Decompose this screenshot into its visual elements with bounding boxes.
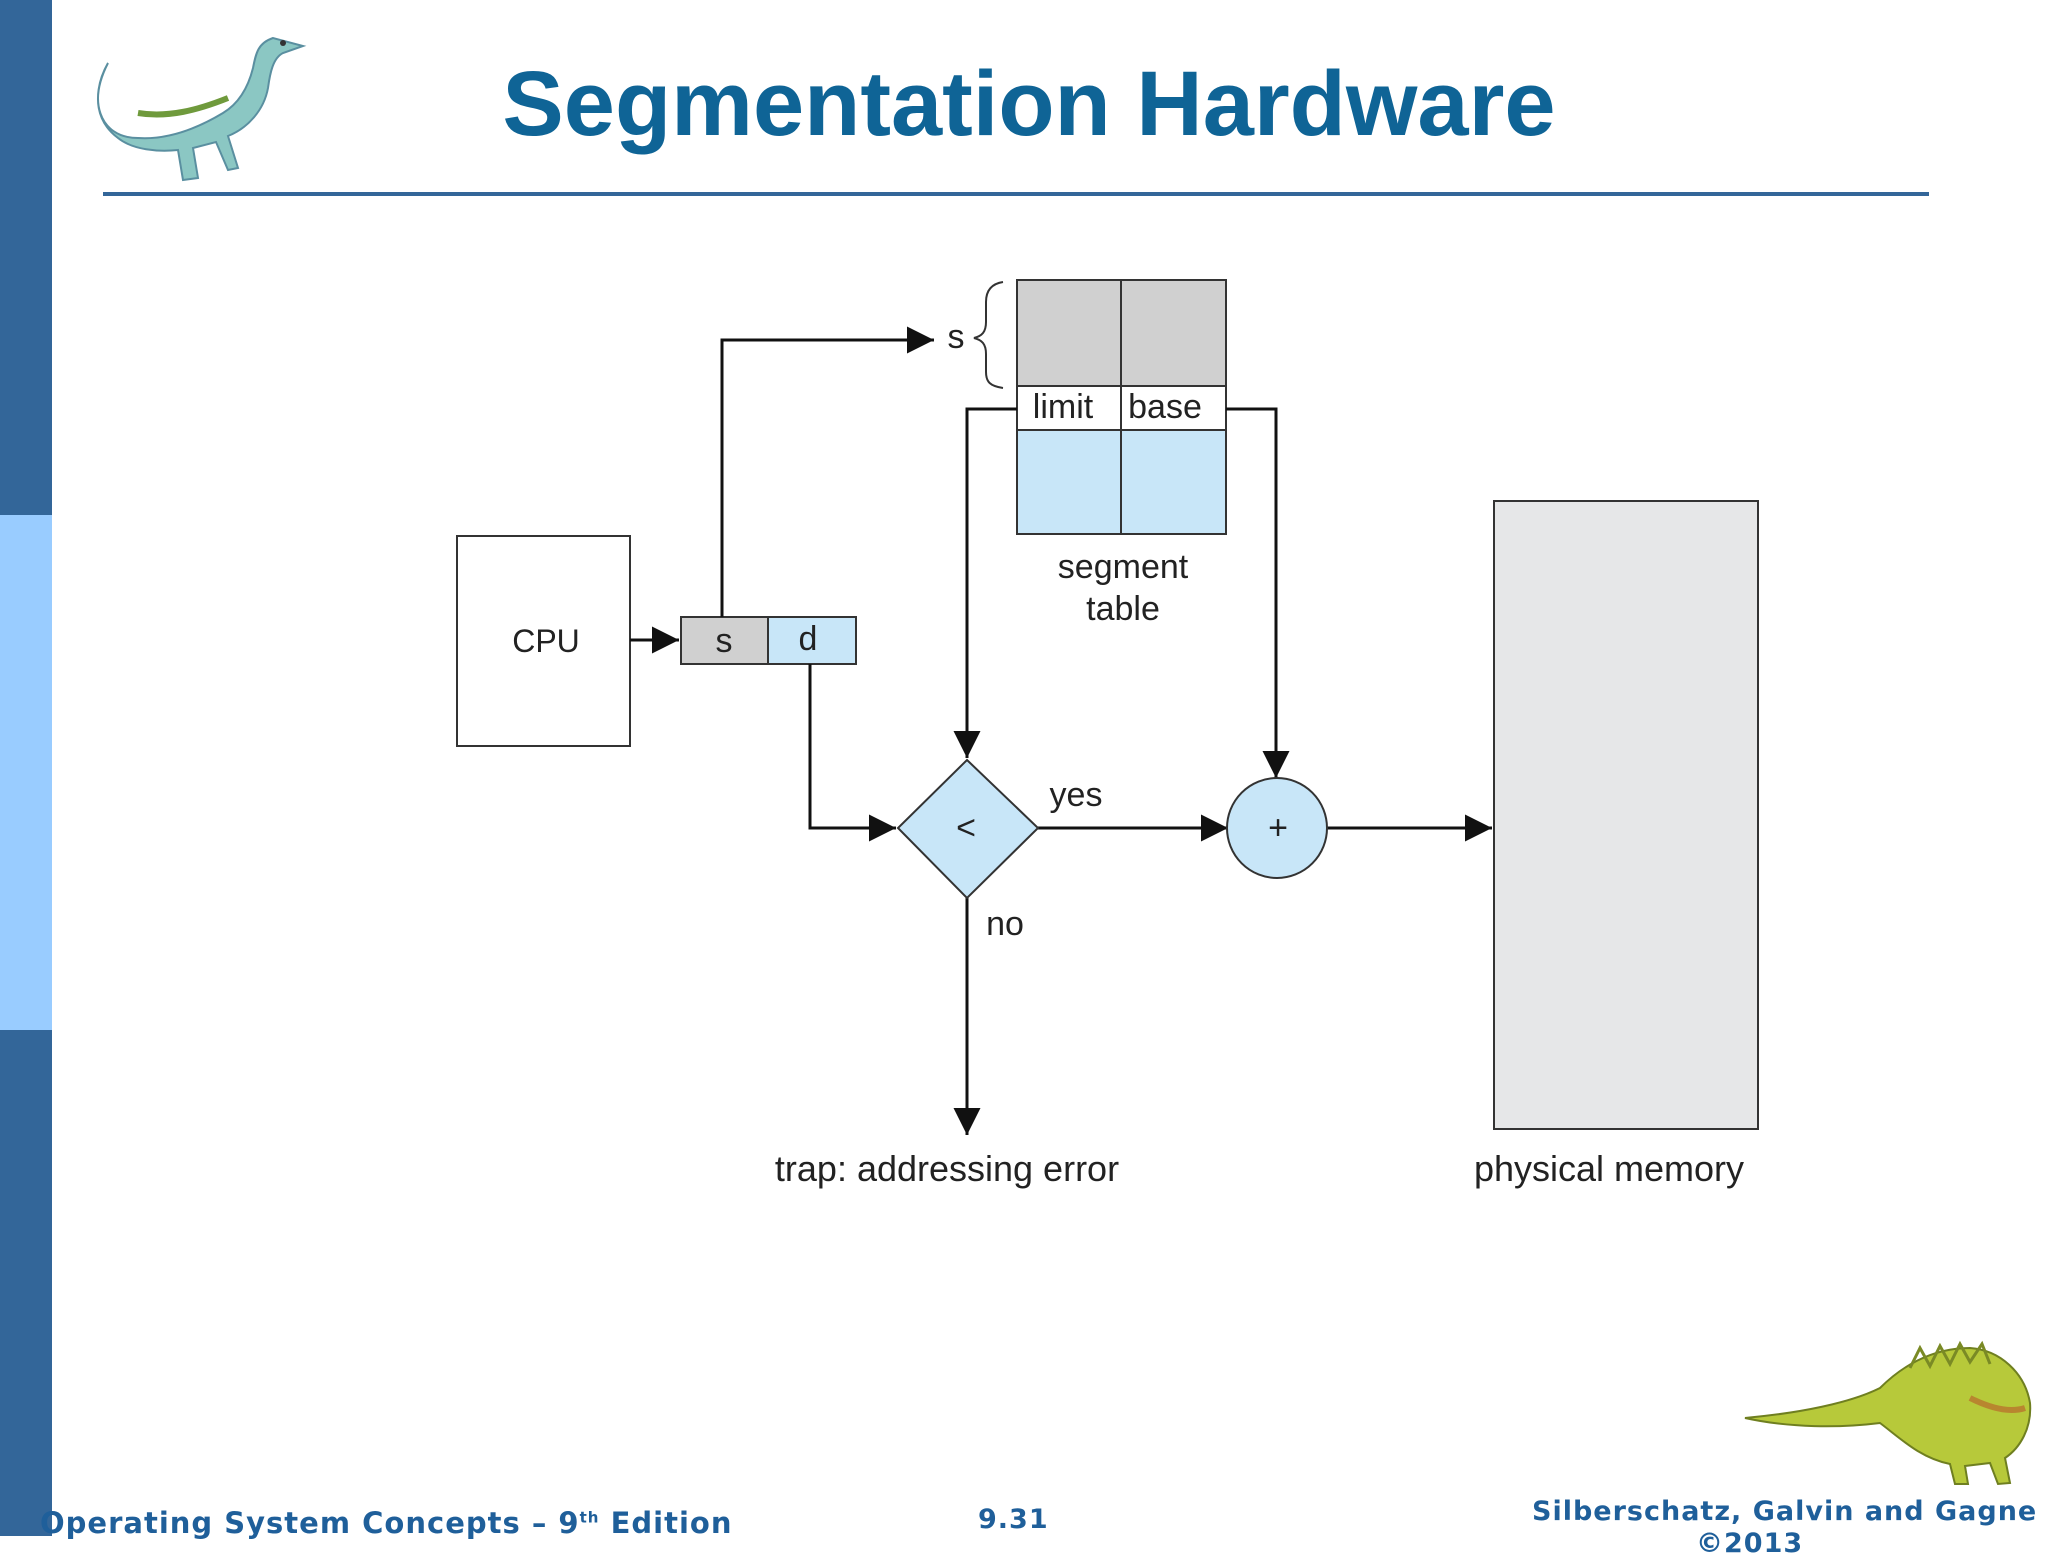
segment-table-caption-line2: table <box>1086 590 1160 628</box>
cpu-label: CPU <box>512 623 580 659</box>
footer-slide-number: 9.31 <box>978 1504 1049 1535</box>
dinosaur-logo-top <box>96 36 307 182</box>
footer-copyright: ©2013 <box>1696 1528 1804 1559</box>
footer-edition-word: Edition <box>599 1506 733 1540</box>
segment-table-top-left <box>1016 279 1122 387</box>
dinosaur-logo-bottom <box>1744 1340 2032 1486</box>
footer-authors: Silberschatz, Galvin and Gagne <box>1532 1496 2038 1527</box>
segment-table-base-cell <box>1120 385 1227 431</box>
left-band-top <box>0 0 52 515</box>
segment-table-bottom-right <box>1120 429 1227 535</box>
trap-label: trap: addressing error <box>775 1148 1119 1189</box>
footer-book-text: Operating System Concepts – 9 <box>40 1506 580 1540</box>
limit-label: limit <box>1033 388 1094 426</box>
left-band-bottom <box>0 1030 52 1536</box>
base-label: base <box>1128 388 1202 426</box>
address-segment-cell <box>680 616 769 665</box>
compare-symbol: < <box>956 809 976 847</box>
yes-label: yes <box>1050 776 1103 814</box>
address-s-label: s <box>716 622 733 660</box>
physical-memory-block <box>1493 500 1759 1130</box>
left-band-middle <box>0 515 52 1030</box>
cpu-box <box>456 535 631 747</box>
s-to-segment-table-arrow <box>720 326 934 617</box>
title-divider <box>103 192 1929 196</box>
segment-table-bottom-left <box>1016 429 1122 535</box>
slide-title: Segmentation Hardware <box>502 53 1556 155</box>
d-to-compare-arrow <box>808 664 896 842</box>
adder-circle <box>1226 777 1328 879</box>
segment-table-caption-line1: segment <box>1058 548 1189 586</box>
compare-diamond <box>896 758 1040 900</box>
adder-symbol: + <box>1268 809 1288 847</box>
footer-book-title: Operating System Concepts – 9th Edition <box>40 1506 732 1540</box>
no-label: no <box>986 905 1024 943</box>
address-d-label: d <box>799 620 818 658</box>
segment-index-label: s <box>948 318 965 356</box>
footer-edition-superscript: th <box>579 1508 600 1527</box>
footer-authors-block: Silberschatz, Galvin and Gagne©2013 <box>1532 1496 2037 1560</box>
segment-brace <box>973 281 1004 389</box>
base-to-adder-arrow <box>1226 407 1290 778</box>
segment-table-top-right <box>1120 279 1227 387</box>
memory-label: physical memory <box>1474 1148 1744 1189</box>
limit-to-compare-arrow <box>953 407 1017 758</box>
address-offset-cell <box>767 616 857 665</box>
